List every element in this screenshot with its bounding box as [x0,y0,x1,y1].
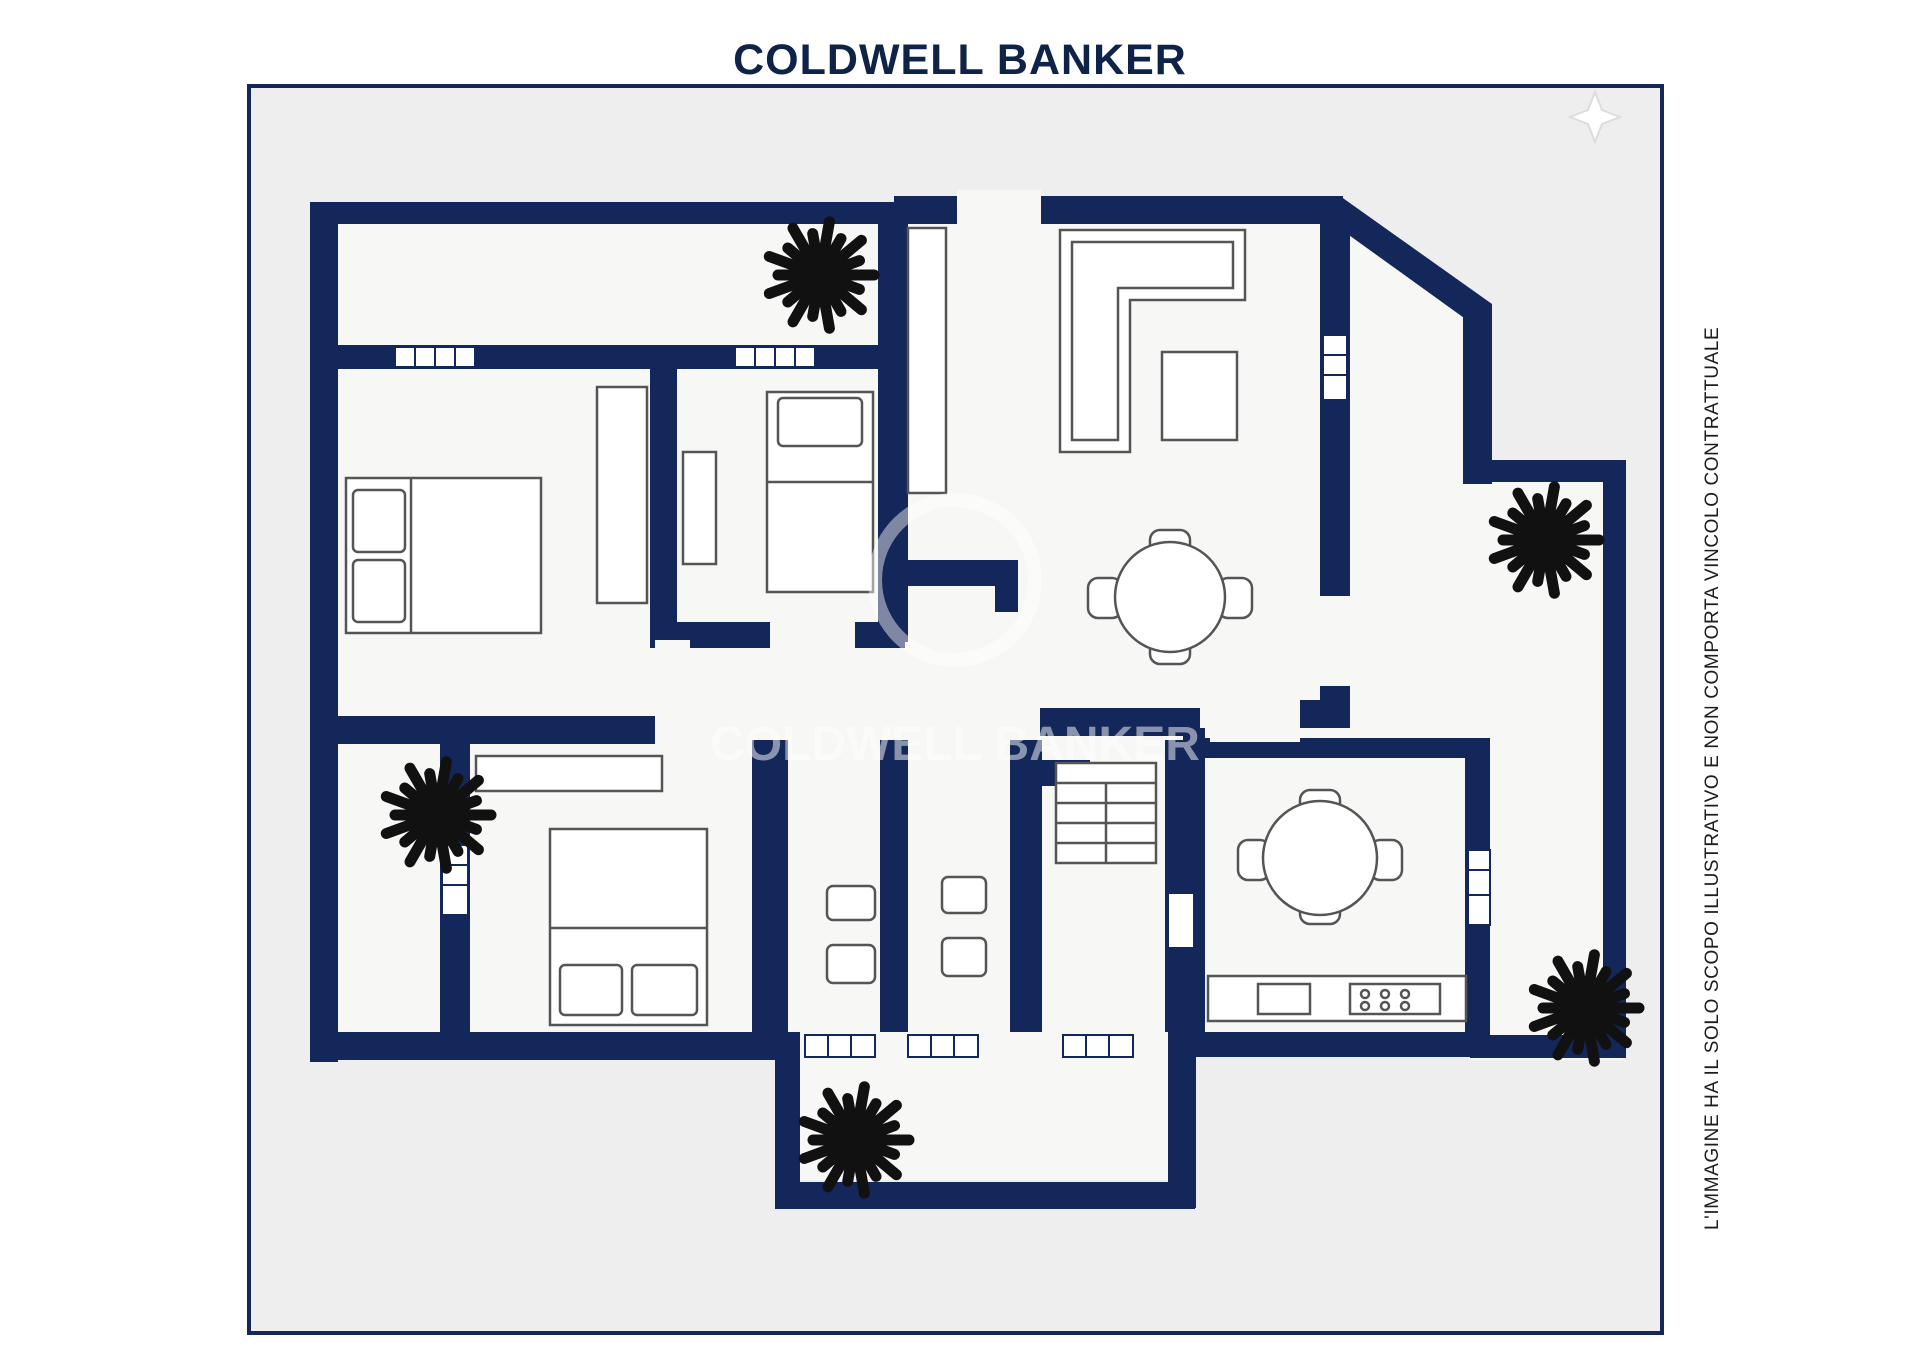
plant-icon [1528,949,1645,1067]
plant-icon [798,1081,915,1199]
bed-icon [548,827,709,1027]
watermark: COLDWELL BANKER [710,493,1200,771]
watermark-text: COLDWELL BANKER [710,718,1200,771]
openings [655,190,1352,745]
dining-table-icon [1236,788,1404,926]
sparkle-icon [1567,89,1623,145]
furniture [344,226,1468,1027]
window-icon [394,334,1491,1058]
toilet-icon [825,884,877,922]
kitchen-counter-icon [1206,974,1468,1023]
dining-table-icon [1086,528,1254,666]
plants [380,216,1645,1199]
bidet-icon [825,943,877,985]
sofa-icon [1058,228,1247,454]
plant-icon [380,756,497,874]
disclaimer-text: L'IMMAGINE HA IL SOLO SCOPO ILLUSTRATIVO… [1702,326,1723,1230]
stair-icon [1054,761,1158,865]
bed-icon [344,476,543,635]
plant-icon [1488,481,1605,599]
toilet-icon [940,875,988,915]
bed-icon [765,390,875,594]
plant-icon [763,216,880,334]
brand-logo: COLDWELL BANKER [733,36,1187,84]
bidet-icon [940,936,988,978]
